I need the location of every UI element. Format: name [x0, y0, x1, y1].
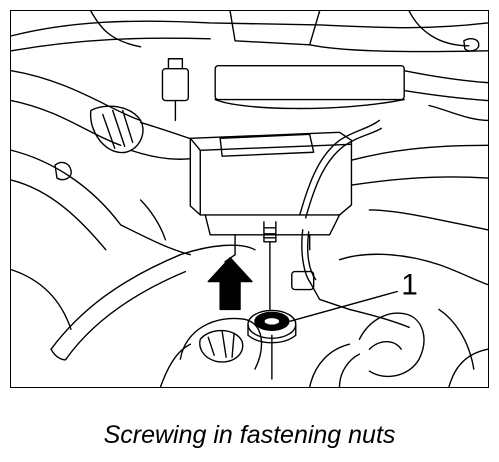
callout-leader: [289, 290, 398, 323]
upper-body-panel: [11, 11, 488, 110]
direction-arrow: [207, 256, 253, 311]
callout-number-1: 1: [401, 268, 418, 301]
control-unit: [189, 131, 353, 263]
strut-mount: [159, 317, 263, 387]
lower-left-body: [11, 149, 256, 361]
stud-bolt: [263, 221, 277, 311]
figure-caption: Screwing in fastening nuts: [103, 421, 396, 449]
hose-left: [11, 69, 196, 160]
connector-plug: [161, 58, 190, 122]
top-right-member: [139, 69, 488, 241]
wiring-harness: [291, 119, 410, 329]
engine-bay-drawing: 1: [11, 11, 488, 387]
technical-illustration: 1: [10, 10, 489, 388]
right-side-components: [308, 38, 488, 387]
